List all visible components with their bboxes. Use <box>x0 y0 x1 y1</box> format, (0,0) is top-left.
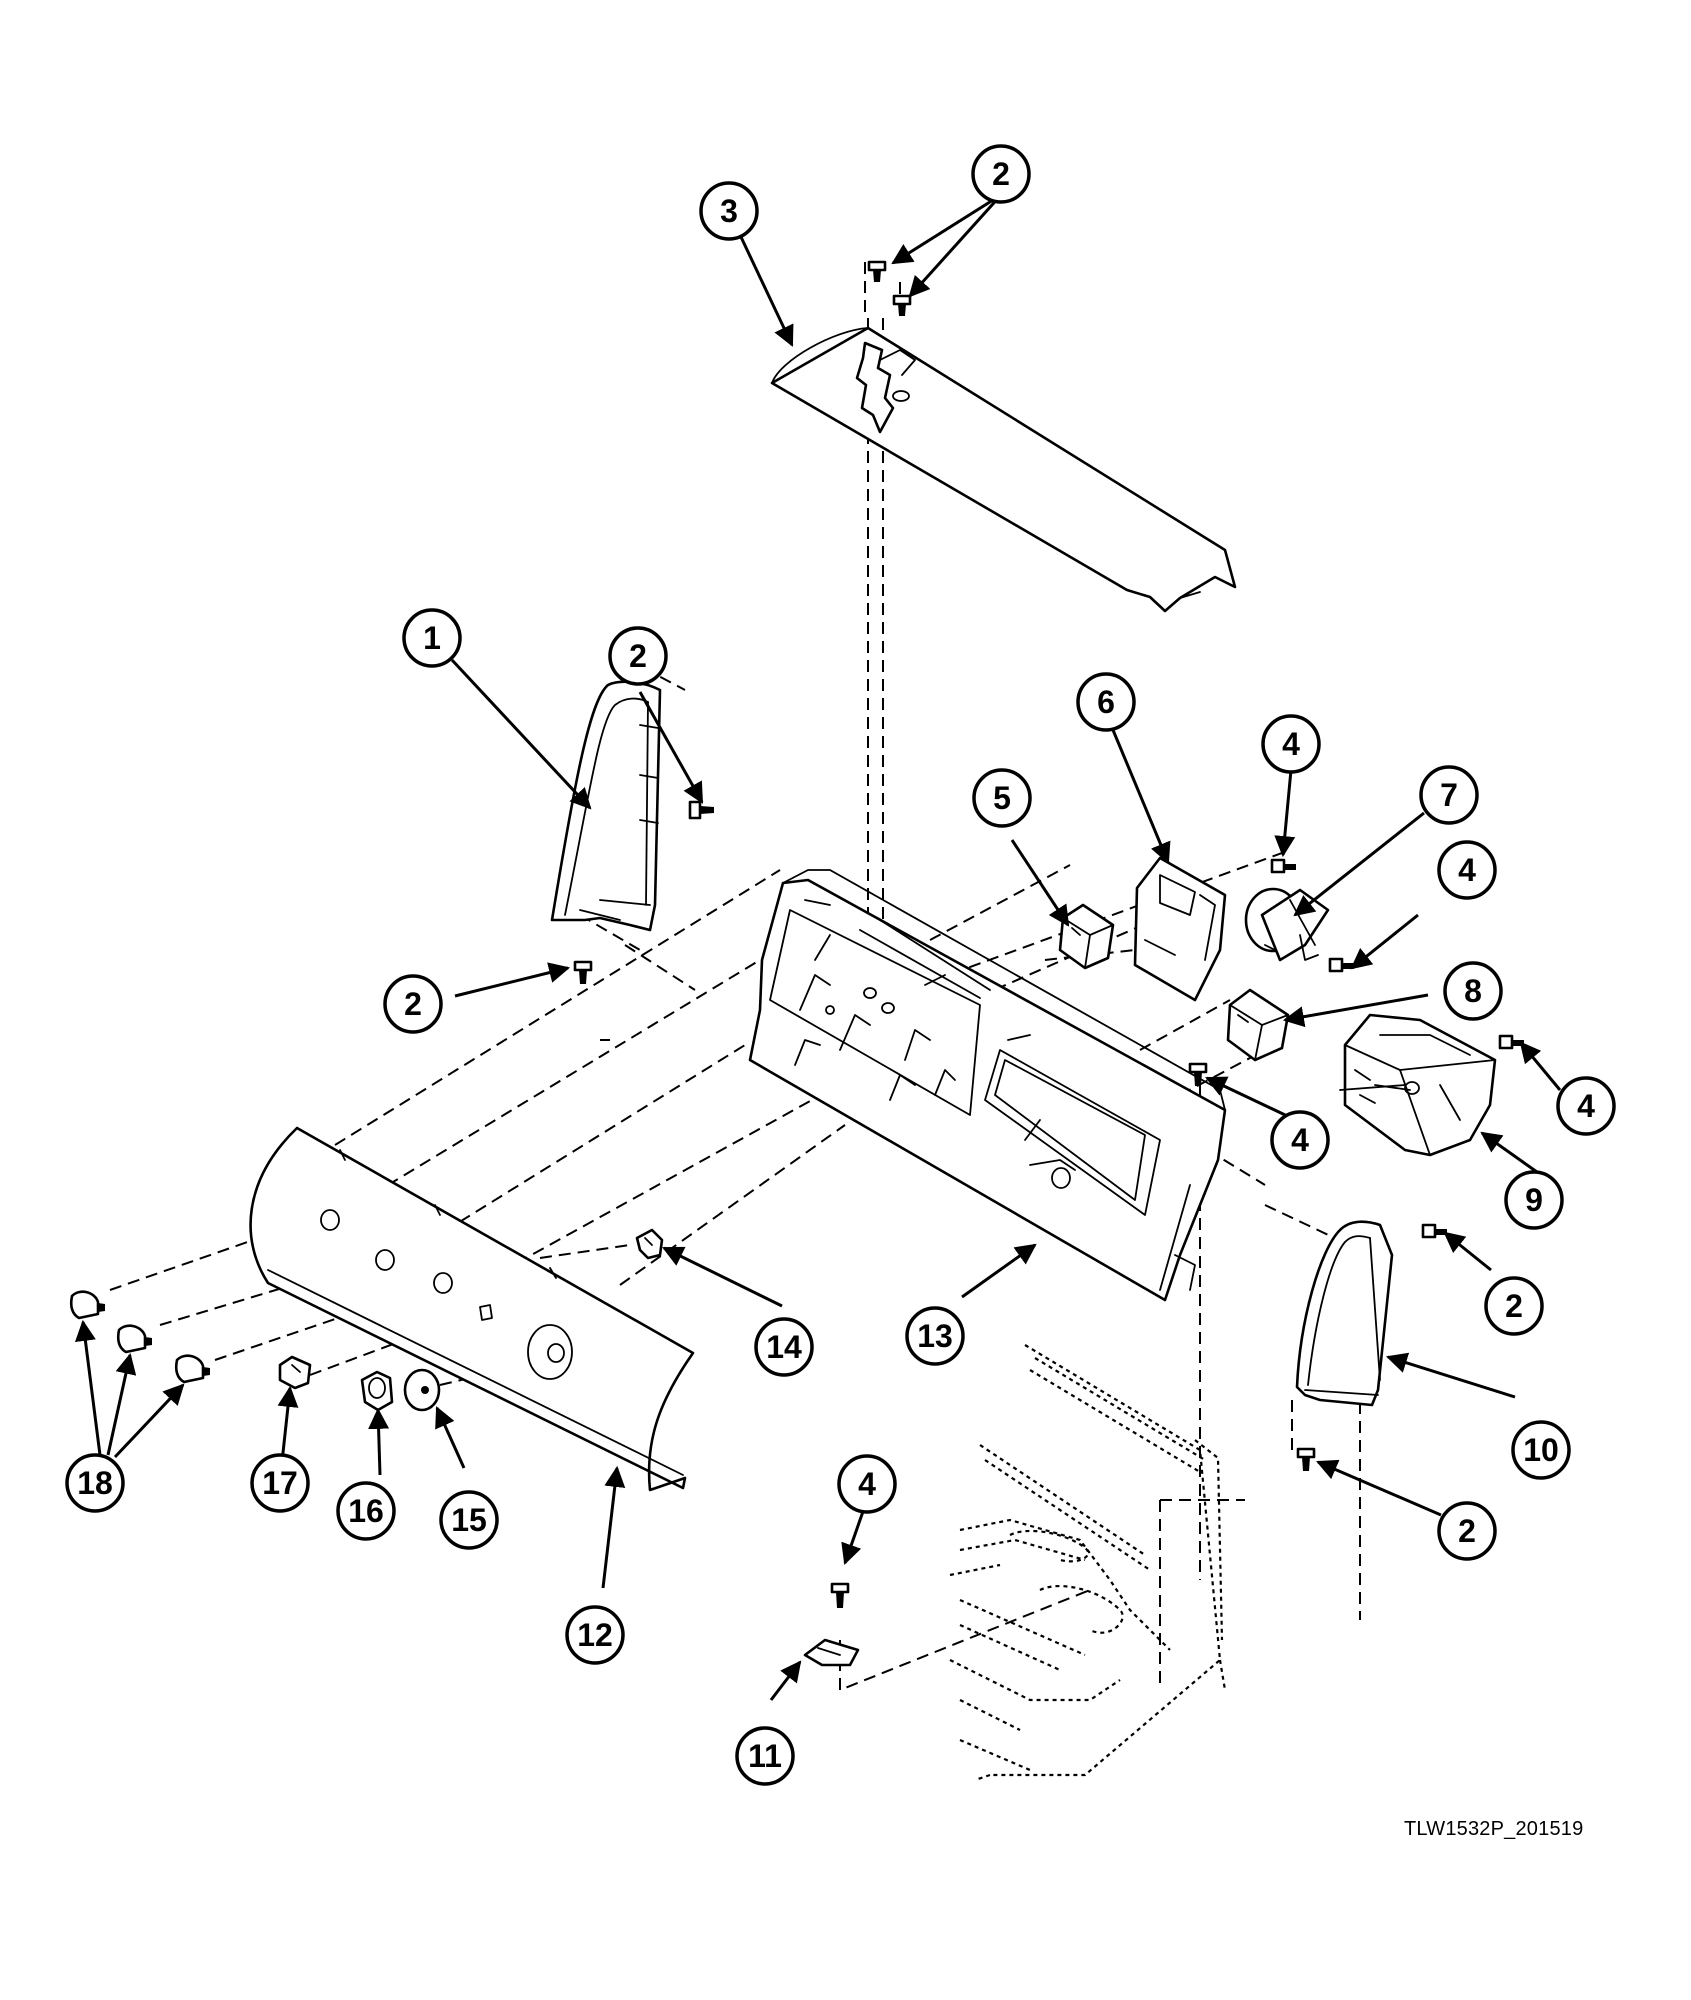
callout-18: 18 <box>65 1453 125 1513</box>
svg-text:4: 4 <box>1291 1122 1309 1158</box>
callout-1: 1 <box>402 608 462 668</box>
right-end-cap <box>1295 1220 1394 1407</box>
callout-4-d: 4 <box>1270 1110 1330 1170</box>
callout-6: 6 <box>1076 672 1136 732</box>
callout-2-left-side: 2 <box>608 626 668 686</box>
leader-lines <box>74 193 1562 1701</box>
svg-text:8: 8 <box>1464 973 1482 1009</box>
svg-text:2: 2 <box>629 638 647 674</box>
svg-text:2: 2 <box>1505 1288 1523 1324</box>
callout-4-b: 4 <box>1437 840 1497 900</box>
callout-11: 11 <box>735 1726 795 1786</box>
svg-text:6: 6 <box>1097 684 1115 720</box>
callout-3: 3 <box>699 181 759 241</box>
svg-text:3: 3 <box>720 193 738 229</box>
screw-backplate <box>1188 1062 1208 1086</box>
clip-14 <box>635 1228 664 1260</box>
callout-4-c: 4 <box>1556 1076 1616 1136</box>
screws-top <box>867 260 912 316</box>
knob-16 <box>360 1370 394 1412</box>
svg-text:4: 4 <box>1577 1088 1595 1124</box>
callout-13: 13 <box>905 1306 965 1366</box>
callout-2-right-side: 2 <box>1484 1276 1544 1336</box>
control-panel-backplate <box>748 869 1227 1302</box>
svg-text:2: 2 <box>992 156 1010 192</box>
drawing-id-label: TLW1532P_201519 <box>1404 1818 1584 1840</box>
control-panel-front <box>249 1126 695 1492</box>
callout-16: 16 <box>336 1481 396 1541</box>
cabinet-outline <box>949 1344 1227 1782</box>
top-cover <box>770 326 1237 613</box>
callout-8: 8 <box>1443 961 1503 1021</box>
svg-text:1: 1 <box>423 620 441 656</box>
left-end-cap <box>550 680 662 932</box>
control-board <box>1133 856 1227 1002</box>
screw-right-cap-bottom <box>1296 1447 1316 1471</box>
callouts: 2 3 1 2 2 6 5 4 7 4 8 4 4 9 2 10 2 4 11 … <box>65 144 1616 1786</box>
callout-2-top: 2 <box>971 144 1031 204</box>
svg-text:13: 13 <box>917 1318 953 1354</box>
screw-control-board <box>1270 858 1296 874</box>
callout-17: 17 <box>250 1453 310 1513</box>
svg-text:10: 10 <box>1523 1432 1559 1468</box>
knob-insert-15 <box>403 1368 441 1412</box>
svg-text:4: 4 <box>858 1466 876 1502</box>
svg-text:7: 7 <box>1440 777 1458 813</box>
svg-text:17: 17 <box>262 1465 298 1501</box>
svg-text:4: 4 <box>1458 852 1476 888</box>
callout-2-right-bottom: 2 <box>1437 1501 1497 1561</box>
switch-button-17 <box>278 1355 312 1390</box>
switch-8 <box>1226 988 1290 1062</box>
svg-text:16: 16 <box>348 1493 384 1529</box>
clip-11 <box>803 1638 860 1667</box>
svg-text:2: 2 <box>1458 1513 1476 1549</box>
timer <box>1339 1013 1497 1157</box>
callout-9: 9 <box>1504 1170 1564 1230</box>
switch-5 <box>1058 903 1115 970</box>
svg-text:18: 18 <box>77 1465 113 1501</box>
callout-2-left-bottom: 2 <box>383 974 443 1034</box>
callout-7: 7 <box>1419 765 1479 825</box>
svg-text:11: 11 <box>748 1738 782 1774</box>
screw-right-cap-side <box>1421 1223 1447 1239</box>
callout-5: 5 <box>972 768 1032 828</box>
button-knobs-18 <box>69 1290 210 1384</box>
callout-15: 15 <box>439 1490 499 1550</box>
callout-10: 10 <box>1511 1420 1571 1480</box>
callout-12: 12 <box>565 1605 625 1665</box>
svg-text:9: 9 <box>1525 1182 1543 1218</box>
svg-text:5: 5 <box>993 780 1011 816</box>
svg-text:4: 4 <box>1282 726 1300 762</box>
svg-text:14: 14 <box>766 1329 802 1365</box>
callout-4-e: 4 <box>837 1454 897 1514</box>
screw-left-cap-side <box>688 800 714 820</box>
screw-timer <box>1498 1034 1524 1050</box>
screw-clip <box>830 1582 850 1608</box>
screw-pressure-switch <box>1328 957 1354 973</box>
screw-left-cap-bottom <box>573 960 593 984</box>
svg-text:12: 12 <box>577 1617 613 1653</box>
svg-text:2: 2 <box>404 986 422 1022</box>
svg-text:15: 15 <box>451 1502 487 1538</box>
callout-14: 14 <box>754 1317 814 1377</box>
callout-4-a: 4 <box>1261 714 1321 774</box>
